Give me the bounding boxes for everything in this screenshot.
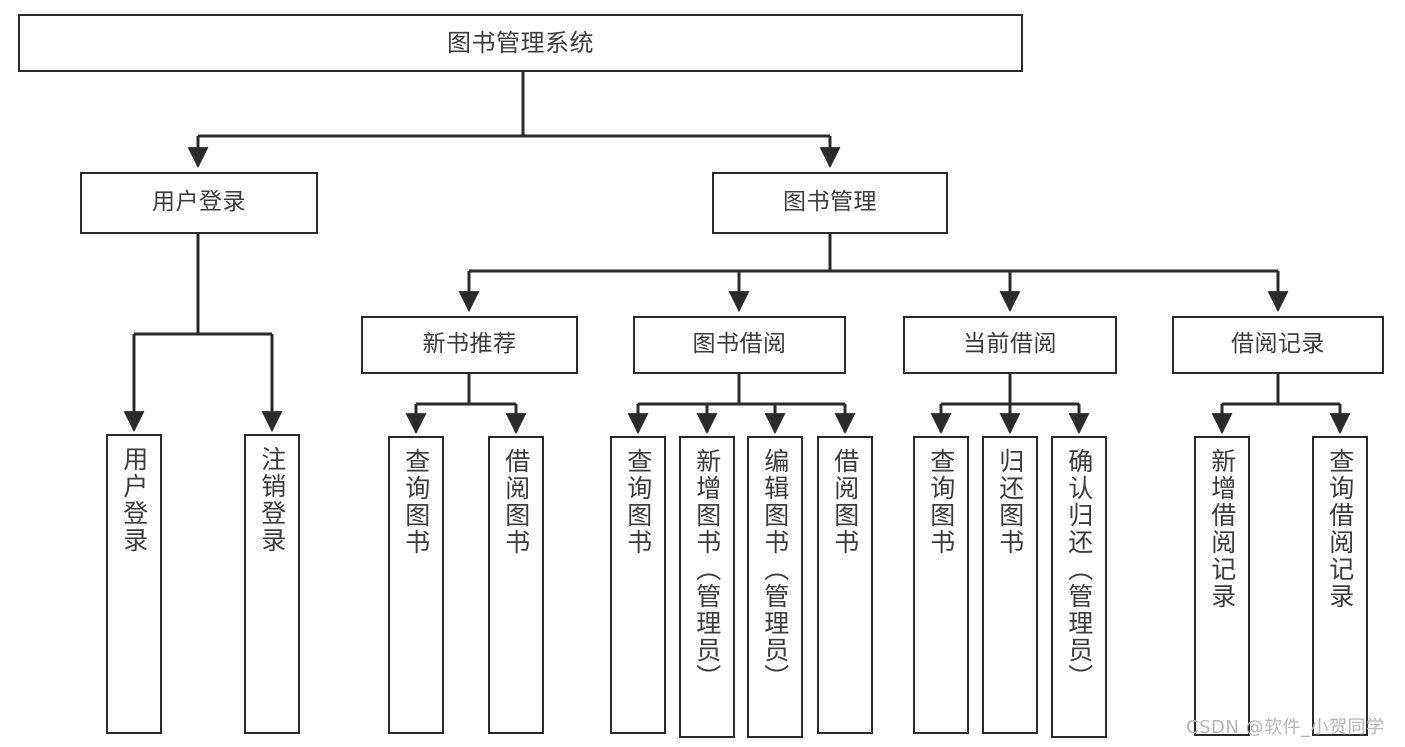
leaf-user-login[interactable]: 用户登录 <box>106 434 162 734</box>
leaf-user-logout[interactable]: 注销登录 <box>244 434 300 734</box>
node-label: 查询借阅记录 <box>1325 448 1355 610</box>
leaf-recommend-query-book[interactable]: 查询图书 <box>388 436 444 734</box>
leaf-current-query-book[interactable]: 查询图书 <box>913 436 969 734</box>
node-label: 当前借阅 <box>963 331 1057 358</box>
leaf-record-query-record[interactable]: 查询借阅记录 <box>1312 436 1368 736</box>
leaf-current-confirm-return-admin[interactable]: 确认归还（管理员） <box>1051 436 1107 738</box>
leaf-borrow-borrow-book[interactable]: 借阅图书 <box>817 436 873 734</box>
node-label: 图书管理 <box>783 189 877 216</box>
node-label: 确认归还（管理员） <box>1064 448 1094 691</box>
node-label: 图书借阅 <box>692 331 787 358</box>
node-label: 新增借阅记录 <box>1207 448 1237 610</box>
node-label: 注销登录 <box>257 446 287 554</box>
leaf-borrow-add-book-admin[interactable]: 新增图书（管理员） <box>679 436 735 738</box>
node-label: 新书推荐 <box>422 331 517 358</box>
node-label: 图书管理系统 <box>447 28 594 57</box>
leaf-recommend-borrow-book[interactable]: 借阅图书 <box>488 436 544 734</box>
node-label: 查询图书 <box>623 448 653 556</box>
node-label: 查询图书 <box>401 448 431 556</box>
node-label: 借阅记录 <box>1231 331 1325 358</box>
node-current-borrow[interactable]: 当前借阅 <box>903 316 1117 374</box>
node-new-book-recommend[interactable]: 新书推荐 <box>361 316 578 374</box>
node-label: 归还图书 <box>995 448 1025 556</box>
node-label: 借阅图书 <box>830 448 860 556</box>
node-label: 编辑图书（管理员） <box>760 448 790 691</box>
node-book-management[interactable]: 图书管理 <box>712 172 948 234</box>
node-user-login[interactable]: 用户登录 <box>80 172 318 234</box>
node-root-system[interactable]: 图书管理系统 <box>18 14 1023 72</box>
node-label: 借阅图书 <box>501 448 531 556</box>
node-book-borrow[interactable]: 图书借阅 <box>633 316 846 374</box>
watermark-text: CSDN @软件_小贺同学 <box>1186 717 1385 738</box>
node-label: 查询图书 <box>926 448 956 556</box>
leaf-borrow-query-book[interactable]: 查询图书 <box>610 436 666 734</box>
node-label: 用户登录 <box>152 189 246 216</box>
node-label: 用户登录 <box>119 446 149 554</box>
leaf-record-add-record[interactable]: 新增借阅记录 <box>1194 436 1250 736</box>
node-label: 新增图书（管理员） <box>692 448 722 691</box>
leaf-borrow-edit-book-admin[interactable]: 编辑图书（管理员） <box>747 436 803 738</box>
node-borrow-record[interactable]: 借阅记录 <box>1172 316 1384 374</box>
leaf-current-return-book[interactable]: 归还图书 <box>982 436 1038 734</box>
